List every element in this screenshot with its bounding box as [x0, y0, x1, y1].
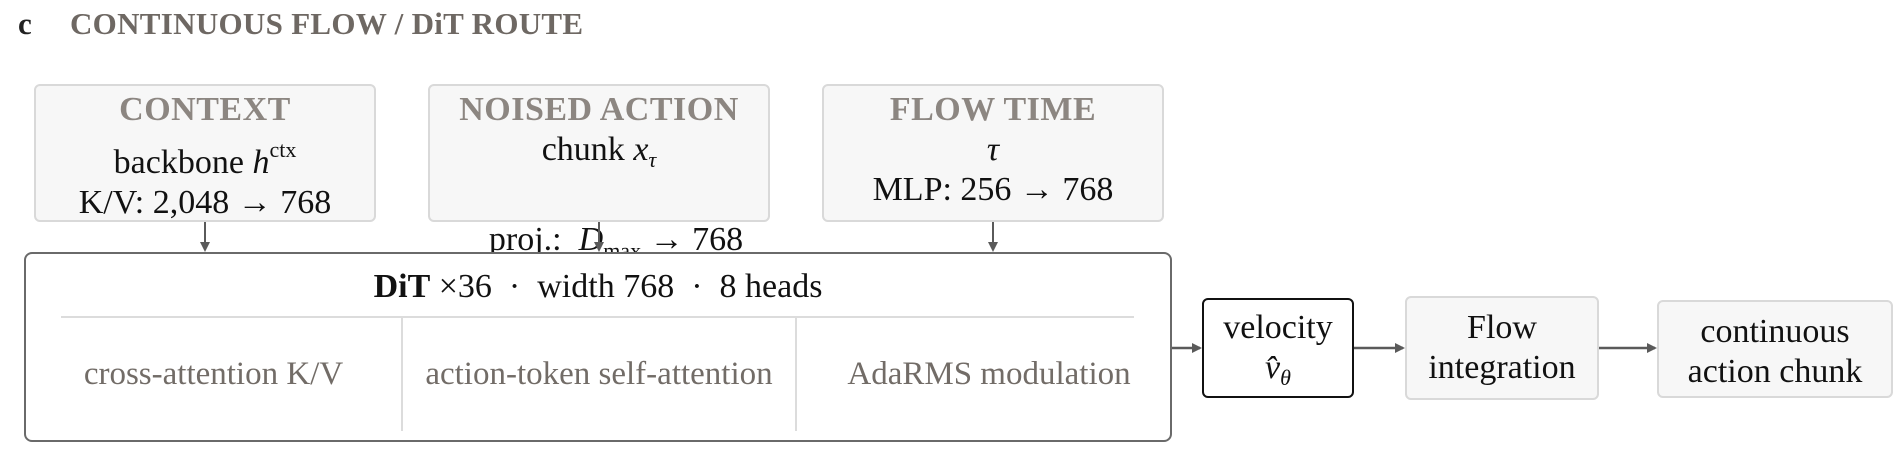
context-box: CONTEXT backbone hctx K/V: 2,048 → 768: [34, 84, 376, 222]
dit-block: DiT ×36 · width 768 · 8 heads cross-atte…: [24, 252, 1172, 442]
flow-integration-line1: Flow: [1467, 309, 1537, 346]
flow-time-line2: MLP: 256 → 768: [872, 171, 1114, 208]
context-heading: CONTEXT: [119, 91, 291, 128]
velocity-box: velocity v̂θ: [1202, 298, 1354, 398]
noised-action-line1-text: chunk: [541, 131, 634, 168]
noised-action-heading: NOISED ACTION: [459, 91, 739, 128]
panel-title: CONTINUOUS FLOW / DiT ROUTE: [70, 6, 584, 41]
output-line2: action chunk: [1687, 353, 1863, 390]
dit-divider: [61, 316, 1134, 318]
continuous-action-chunk-box: continuous action chunk: [1657, 300, 1893, 398]
flow-integration-line2: integration: [1428, 349, 1576, 386]
flow-integration-box: Flow integration: [1405, 296, 1599, 400]
noised-action-var: x: [633, 131, 649, 168]
context-sup: ctx: [269, 137, 297, 162]
noised-action-line2-suffix: → 768: [641, 221, 744, 258]
flow-time-box: FLOW TIME τ MLP: 256 → 768: [822, 84, 1164, 222]
noised-action-line1: chunk xτ: [430, 130, 768, 180]
dit-cell-separator: [401, 318, 403, 431]
context-line2: K/V: 2,048 → 768: [78, 184, 332, 221]
dit-title-bold: DiT: [373, 268, 431, 305]
context-line1-text: backbone: [113, 144, 253, 181]
velocity-sub: θ: [1280, 365, 1291, 390]
flow-time-var: τ: [986, 131, 1000, 168]
velocity-label: velocity: [1223, 309, 1333, 346]
noised-action-box: NOISED ACTION chunk xτ proj.: Dmax → 768: [428, 84, 770, 263]
panel-letter: c: [18, 6, 32, 41]
context-line1: backbone hctx: [36, 130, 374, 183]
dit-title: DiT ×36 · width 768 · 8 heads: [26, 268, 1170, 306]
context-var: h: [252, 144, 270, 181]
noised-action-sub: τ: [648, 147, 657, 172]
flow-time-heading: FLOW TIME: [889, 91, 1097, 128]
flow-time-line1: τ: [824, 130, 1162, 170]
dit-cell-cross-attention: cross-attention K/V: [83, 356, 344, 392]
dit-title-rest: ×36 · width 768 · 8 heads: [430, 268, 823, 305]
dit-cell-adarms: AdaRMS modulation: [847, 356, 1131, 392]
noised-action-line2-prefix: proj.:: [488, 221, 579, 258]
dit-cell-self-attention: action-token self-attention: [425, 356, 773, 392]
velocity-symbol: v̂θ: [1204, 348, 1352, 398]
dit-cell-separator: [795, 318, 797, 431]
output-line1: continuous: [1700, 313, 1850, 350]
velocity-var: v̂: [1265, 349, 1281, 386]
